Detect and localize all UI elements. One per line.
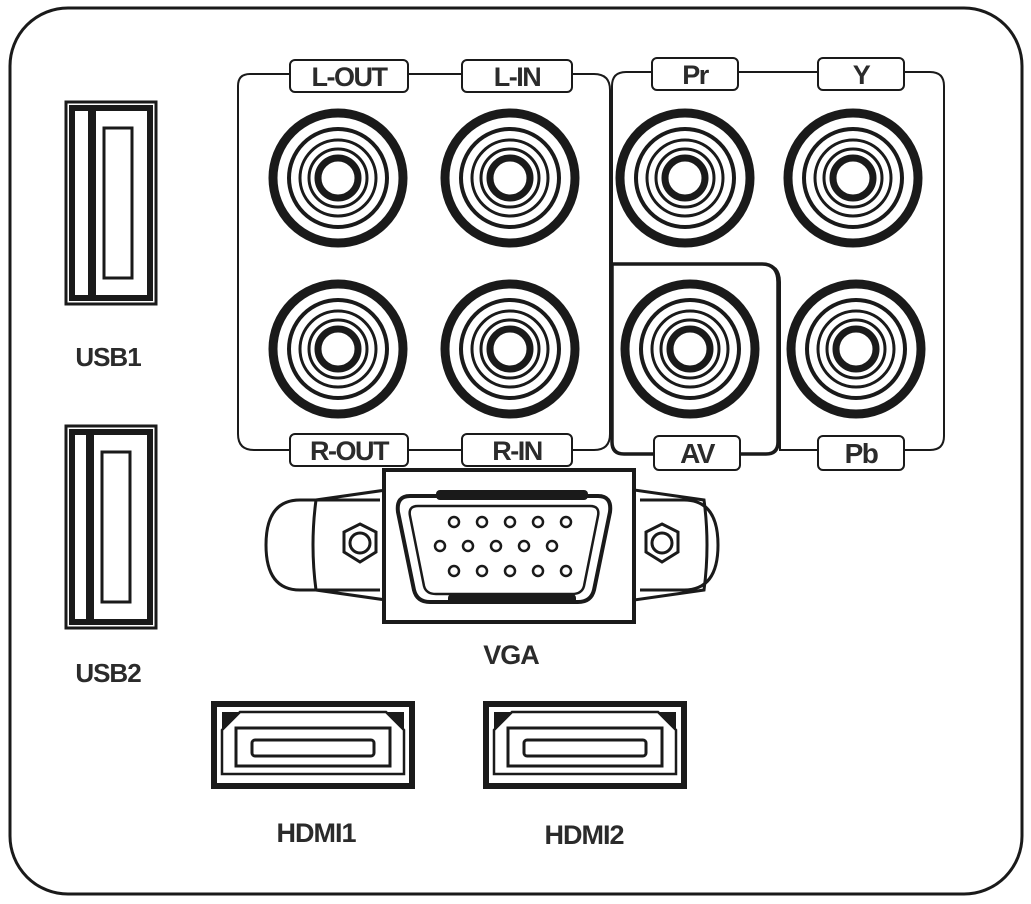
usb1-port	[64, 100, 158, 306]
label-r-out: R-OUT	[310, 436, 390, 466]
usb2-label: USB2	[75, 658, 141, 688]
rca-jack-pr	[615, 108, 755, 248]
label-l-out: L-OUT	[312, 62, 389, 92]
label-av: AV	[680, 438, 716, 469]
usb2-port	[64, 424, 158, 630]
label-box-r-out: R-OUT	[289, 433, 409, 467]
rca-jack-y	[783, 108, 923, 248]
label-pr: Pr	[682, 60, 710, 90]
label-box-l-out: L-OUT	[289, 59, 409, 93]
vga-port	[264, 468, 720, 624]
av-group-frame	[610, 262, 780, 456]
hdmi2-label: HDMI2	[544, 820, 623, 850]
label-box-r-in: R-IN	[461, 433, 573, 467]
usb1-label: USB1	[75, 342, 141, 372]
rca-jack-av	[620, 279, 760, 419]
hdmi1-port	[211, 701, 415, 789]
rca-jack-r-out	[268, 279, 408, 419]
rca-jack-l-in	[440, 108, 580, 248]
rca-jack-l-out	[268, 108, 408, 248]
hdmi1-label: HDMI1	[276, 818, 356, 848]
label-box-av: AV	[653, 435, 741, 471]
label-box-pb: Pb	[817, 435, 905, 471]
label-box-l-in: L-IN	[461, 59, 573, 93]
rca-jack-r-in	[440, 279, 580, 419]
label-l-in: L-IN	[494, 62, 540, 92]
label-r-in: R-IN	[492, 436, 542, 466]
label-pb: Pb	[845, 438, 878, 469]
audio-group-frame	[237, 73, 611, 451]
vga-label: VGA	[483, 640, 539, 670]
label-box-pr: Pr	[651, 57, 739, 91]
label-y: Y	[853, 60, 871, 90]
hdmi2-port	[483, 701, 687, 789]
component-group-frame	[611, 71, 945, 451]
label-box-y: Y	[817, 57, 905, 91]
rca-jack-pb	[786, 279, 926, 419]
